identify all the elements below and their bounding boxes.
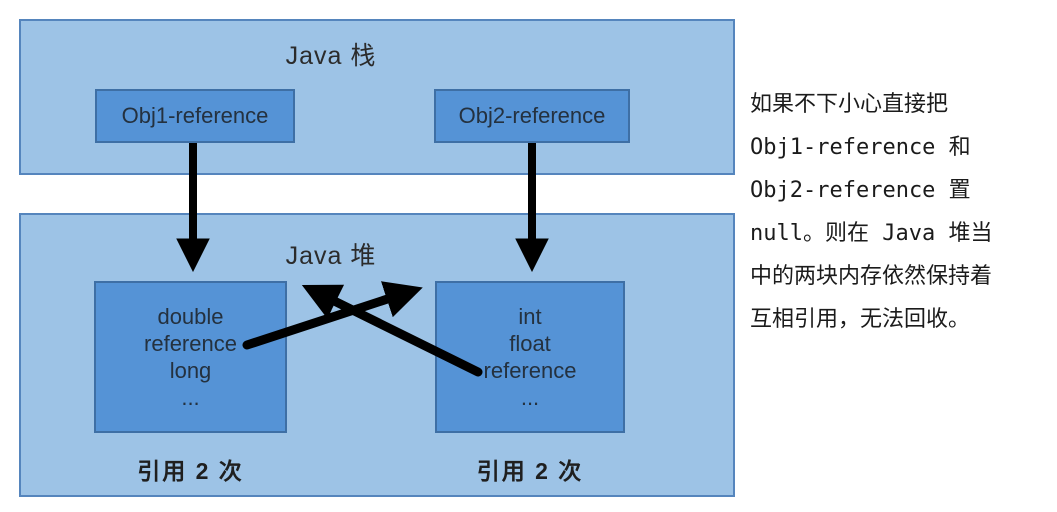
obj2-reference-box: Obj2-reference (434, 89, 630, 143)
explanation-text: 如果不下小心直接把 Obj1-reference 和 Obj2-referenc… (750, 83, 1055, 341)
left-heap-object-line: double (157, 304, 224, 329)
explanation-line: Obj2-reference 置 (750, 178, 971, 203)
right-heap-object-line: int (518, 304, 542, 329)
explanation-line: 中的两块内存依然保持着 (750, 264, 993, 289)
java-stack-title: Java 栈 (285, 42, 377, 70)
right-heap-object-line: ... (520, 385, 540, 410)
right-box-reference-count-caption: 引用 2 次 (476, 458, 584, 484)
explanation-line: Obj1-reference 和 (750, 135, 971, 160)
java-heap-title: Java 堆 (285, 242, 377, 270)
right-heap-object-line: float (509, 331, 551, 356)
right-heap-object-line: reference (483, 358, 577, 383)
obj1-reference-box: Obj1-reference (95, 89, 295, 143)
left-heap-object-line: ... (181, 385, 200, 410)
left-box-reference-count-caption: 引用 2 次 (137, 458, 244, 484)
left-heap-object-line: long (169, 358, 212, 383)
explanation-line: 如果不下小心直接把 (750, 92, 949, 117)
left-heap-object-box: double reference long ... (94, 281, 287, 433)
left-heap-object-line: reference (144, 331, 237, 356)
explanation-line: null。则在 Java 堆当 (750, 221, 993, 246)
right-heap-object-box: int float reference ... (435, 281, 625, 433)
explanation-line: 互相引用，无法回收。 (750, 307, 971, 332)
